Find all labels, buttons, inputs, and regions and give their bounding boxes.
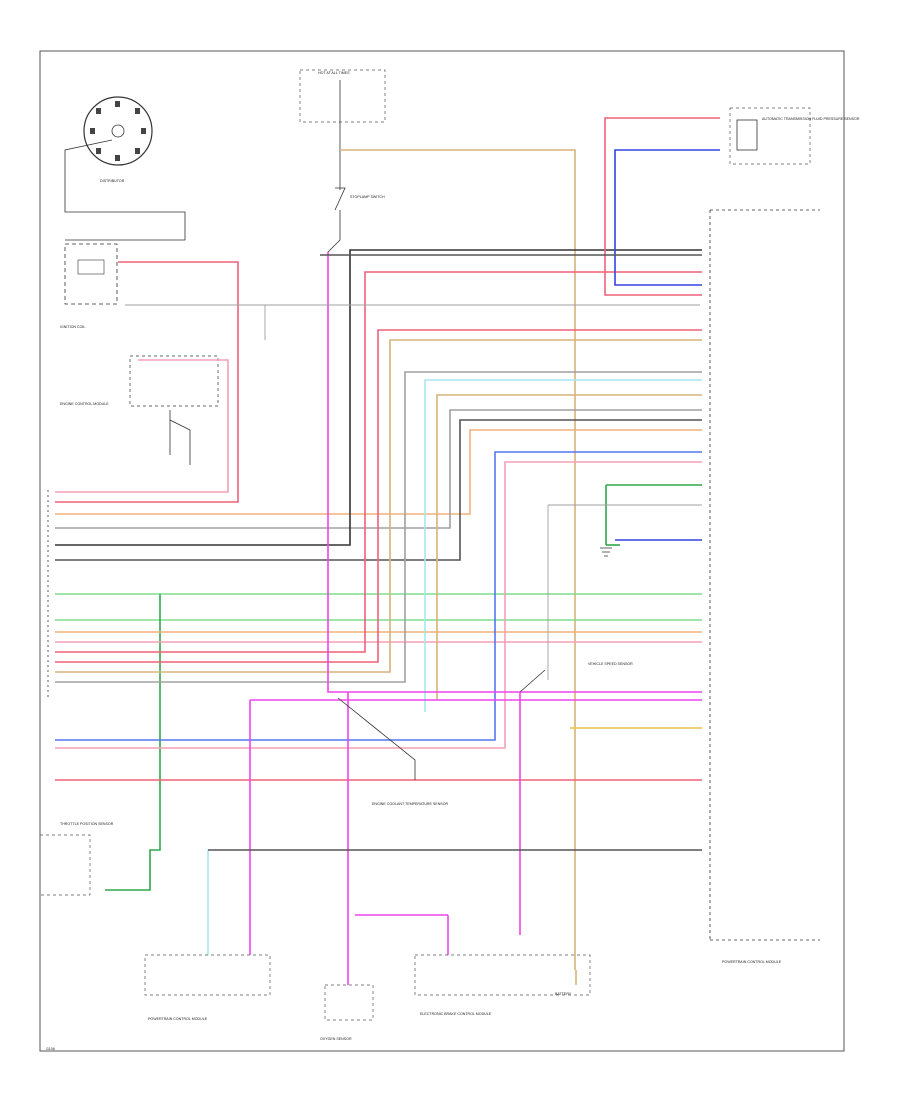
stoplamp-circuit: HOT AT ALL TIMES STOPLAMP SWITCH [299,69,386,270]
wire-magenta-2 [249,699,702,955]
ecm-label: ENGINE CONTROL MODULE [60,402,109,406]
oxygen-sensor-label: OXYGEN SENSOR [320,1037,352,1041]
ignition-coil-label: IGNITION COIL [60,325,85,329]
vss-label: VEHICLE SPEED SENSOR [588,662,633,666]
tp-sensor-label: THROTTLE POSITION SENSOR [60,822,114,826]
wire-pink-long2 [55,461,702,749]
wire-orange-long [55,429,702,515]
ebcm-label: ELECTRONIC BRAKE CONTROL MODULE [420,1012,492,1016]
wire-red-afp [604,117,720,296]
wire-gray-v4 [55,371,702,683]
stoplamp-switch-label: STOPLAMP SWITCH [350,195,385,199]
ecm-block: ENGINE CONTROL MODULE [60,355,219,465]
ect-sensor-block: ENGINE COOLANT TEMPERATURE SENSOR [372,802,448,806]
pcm-label: POWERTRAIN CONTROL MODULE [722,960,782,964]
distributor-label: DISTRIBUTOR [100,179,125,183]
wire-gray-1 [55,409,702,529]
wire-tan-v3 [55,339,702,673]
diagram-frame [39,50,845,1052]
ect-sensor-label: ENGINE COOLANT TEMPERATURE SENSOR [372,802,448,806]
wire-pink-ecm [55,359,229,493]
wire-gray-pcm-2 [547,504,702,680]
wire-ltblue-v5 [424,379,702,712]
wire-black-2 [55,419,702,561]
battery-label-block: BATTERY [555,992,572,996]
pcm-bottom-block: POWERTRAIN CONTROL MODULE [144,954,271,1021]
ebcm-block: ELECTRONIC BRAKE CONTROL MODULE [414,954,591,1016]
tp-sensor-block: THROTTLE POSITION SENSOR [39,822,114,896]
wire-black-1 [55,249,702,546]
wire-green-dk [105,594,161,891]
wire-blue-afp [614,149,720,286]
wire-magenta-5 [355,914,449,955]
wire-red-v2 [55,329,702,663]
wire-red-coil [55,261,239,503]
wire-black-diag2 [519,669,546,693]
oxygen-sensor-block: OXYGEN SENSOR [320,984,374,1041]
vss-block: VEHICLE SPEED SENSOR [588,662,633,666]
wire-magenta-1 [327,252,702,693]
wire-tan-top [340,149,576,970]
pcm-bottom-label: POWERTRAIN CONTROL MODULE [148,1017,208,1021]
ignition-coil: IGNITION COIL [60,243,118,329]
wire-black-diag [337,697,416,780]
ground-label: G106 [46,1047,55,1051]
distributor: DISTRIBUTOR [64,96,186,241]
battery-label: BATTERY [555,992,572,996]
ground-symbol: G106 [46,547,612,1051]
wire-green-pcm [605,484,702,545]
wire-blue-long [55,451,702,741]
wire-red-v1 [55,271,702,653]
wire-tan-v6 [436,394,702,700]
wire-gray-thin-top [125,304,700,340]
hot-at-all-times-label: HOT AT ALL TIMES [318,71,350,75]
afp-sensor: AUTOMATIC TRANSMISSION FLUID PRESSURE SE… [729,107,860,165]
pcm-connector: POWERTRAIN CONTROL MODULE [709,209,820,964]
afp-sensor-label: AUTOMATIC TRANSMISSION FLUID PRESSURE SE… [762,117,860,121]
